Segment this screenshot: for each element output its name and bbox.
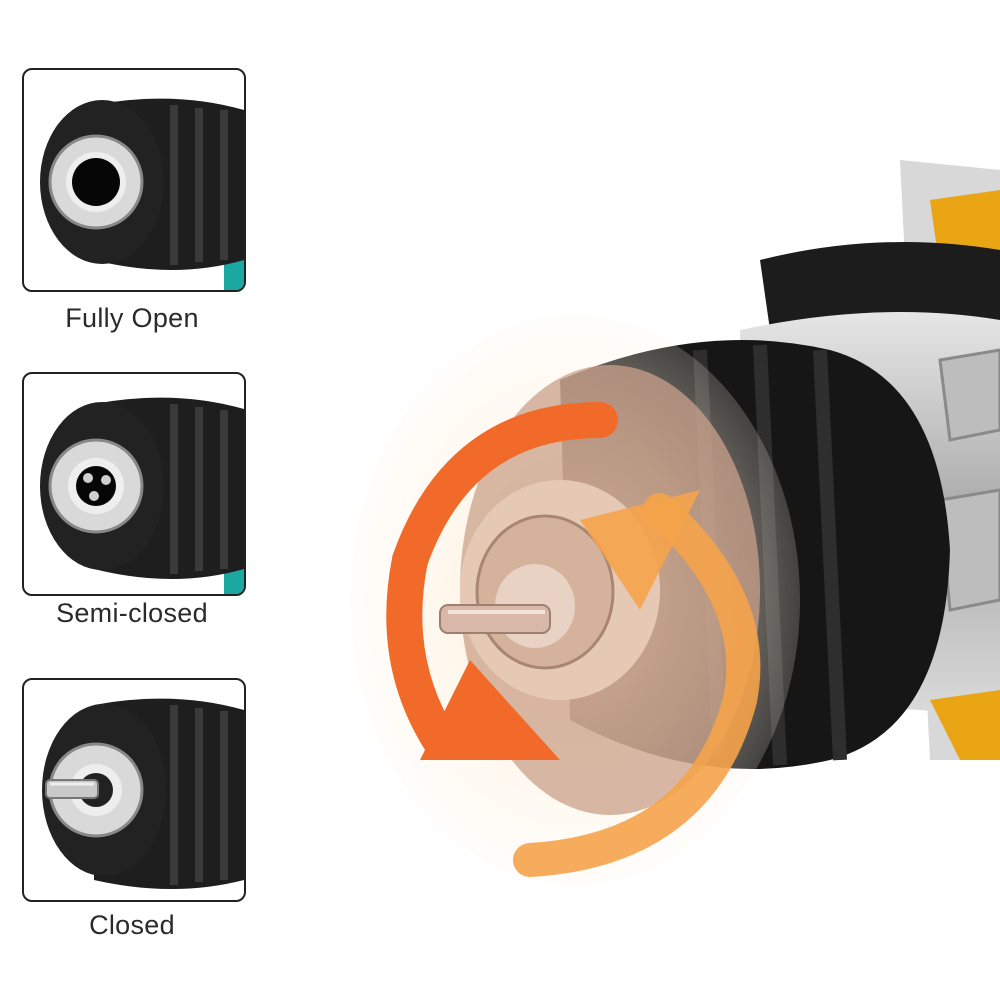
chuck-fully-open-image xyxy=(40,98,244,290)
chuck-closed-panel xyxy=(22,678,246,902)
chuck-closed-image xyxy=(42,698,244,889)
caption-closed: Closed xyxy=(89,910,175,940)
chuck-fully-open-panel xyxy=(22,68,246,292)
chuck-semi-closed-image xyxy=(40,397,244,594)
chuck-semi-closed-panel xyxy=(22,372,246,596)
caption-fully-open: Fully Open xyxy=(65,303,199,333)
drill-chuck-hero-image xyxy=(350,160,1000,885)
caption-semi-closed: Semi-closed xyxy=(56,598,208,628)
